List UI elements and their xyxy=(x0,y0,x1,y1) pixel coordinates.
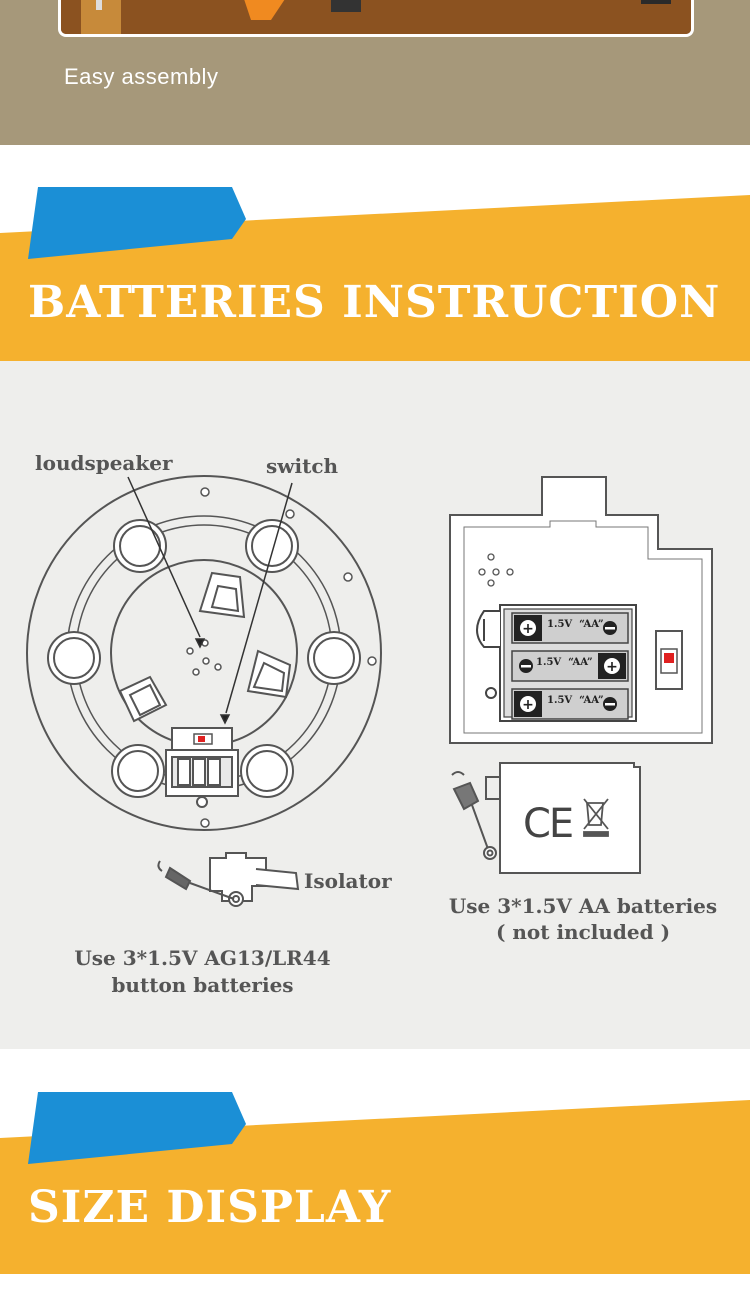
right-caption-line1: Use 3*1.5V AA batteries xyxy=(448,894,718,918)
top-band: Easy assembly xyxy=(0,0,750,145)
size-title: SIZE DISPLAY xyxy=(28,1182,392,1233)
ce-mark: CE xyxy=(523,801,574,847)
size-banner: SIZE DISPLAY xyxy=(0,1092,750,1274)
svg-text:+: + xyxy=(522,697,534,713)
left-caption: Use 3*1.5V AG13/LR44 button batteries xyxy=(0,945,405,999)
aa-battery-diagram: + + + xyxy=(449,476,713,874)
batteries-diagram-area: loudspeaker switch Isolator Use 3*1.5V A… xyxy=(0,361,750,1049)
svg-text:+: + xyxy=(522,621,534,637)
product-photo xyxy=(58,0,694,37)
label-switch: switch xyxy=(266,454,339,478)
batteries-title: BATTERIES INSTRUCTION xyxy=(28,277,721,328)
label-isolator: Isolator xyxy=(304,869,392,893)
product-photo-art xyxy=(61,0,691,34)
aa-cell-label-3: 1.5V “AA” xyxy=(547,695,604,706)
left-caption-line1: Use 3*1.5V AG13/LR44 xyxy=(74,946,331,970)
batteries-banner: BATTERIES INSTRUCTION xyxy=(0,185,750,361)
aa-cell-label-2: 1.5V “AA” xyxy=(536,657,593,668)
left-caption-line2: button batteries xyxy=(111,973,294,997)
easy-assembly-caption: Easy assembly xyxy=(64,64,219,89)
aa-cell-label-1: 1.5V “AA” xyxy=(547,619,604,630)
size-banner-shape xyxy=(0,1092,750,1274)
button-battery-diagram xyxy=(26,475,382,907)
right-caption-line2: ( not included ) xyxy=(495,920,671,944)
svg-text:+: + xyxy=(606,659,618,675)
weee-icon xyxy=(583,798,609,837)
right-caption: Use 3*1.5V AA batteries ( not included ) xyxy=(438,893,728,945)
banner-shape xyxy=(0,187,750,361)
label-loudspeaker: loudspeaker xyxy=(35,451,173,475)
aa-cells: + + + xyxy=(511,612,629,720)
